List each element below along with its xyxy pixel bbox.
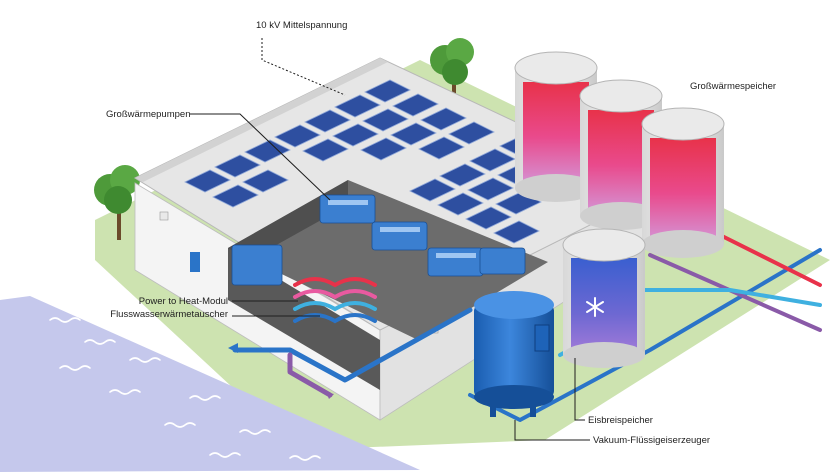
snowflake-icon xyxy=(586,297,604,317)
label-heat-pumps: Großwärmepumpen xyxy=(106,109,191,120)
label-ice-slurry-storage: Eisbreispeicher xyxy=(588,415,653,426)
leader-vacuum xyxy=(514,420,590,441)
tree-back xyxy=(430,38,474,105)
flow-arrow-icon xyxy=(228,343,238,353)
tree-left xyxy=(94,165,140,240)
door-left xyxy=(190,252,200,272)
river xyxy=(0,296,420,472)
leader-voltage xyxy=(261,38,346,96)
vacuum-ice-generator xyxy=(474,291,554,417)
ice-slurry-tank xyxy=(562,228,646,368)
label-vacuum-ice-generator: Vakuum-Flüssigeiserzeuger xyxy=(593,435,711,446)
label-medium-voltage: 10 kV Mittelspannung xyxy=(256,20,348,31)
label-heat-storage: Großwärmespeicher xyxy=(690,81,777,92)
leader-heat-pumps xyxy=(190,113,331,201)
leader-ice-slurry xyxy=(574,358,585,421)
flow-arrow-icon-2 xyxy=(326,392,334,399)
heat-storage-tank-3 xyxy=(641,107,725,258)
label-river-exchanger: Flusswasserwärmetauscher xyxy=(110,309,228,320)
river-waves xyxy=(49,317,321,461)
label-power-to-heat: Power to Heat-Modul xyxy=(138,296,228,307)
